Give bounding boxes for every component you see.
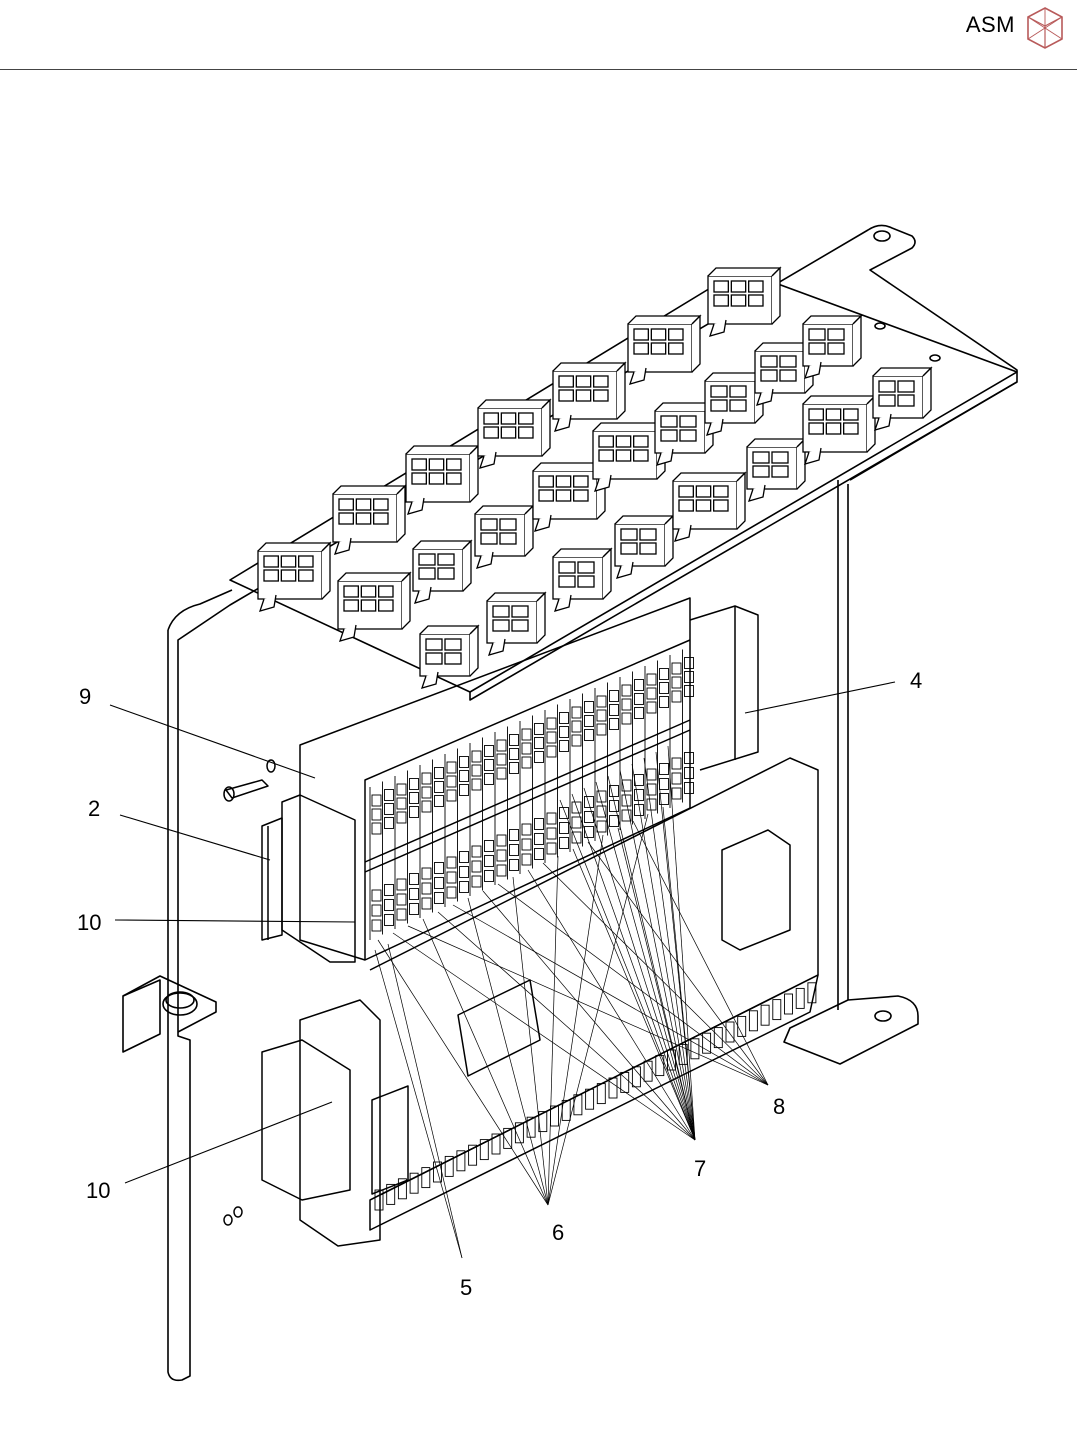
terminal-cell xyxy=(660,669,669,680)
connector-block xyxy=(803,396,875,464)
connector-block xyxy=(628,316,700,384)
connector-block xyxy=(487,593,545,655)
terminal-cell xyxy=(397,784,406,795)
connector-block xyxy=(478,400,550,468)
terminal-cell xyxy=(647,674,656,685)
terminal-cell xyxy=(685,658,694,669)
terminal-cell xyxy=(422,773,431,784)
terminal-cell xyxy=(610,691,619,702)
power-module xyxy=(690,606,758,770)
connector-block xyxy=(673,473,745,541)
terminal-cell xyxy=(622,685,631,696)
connector-blocks xyxy=(258,268,931,688)
callout-5: 5 xyxy=(460,1275,472,1300)
terminal-cell xyxy=(597,696,606,707)
connector-block xyxy=(420,626,478,688)
callout-8: 8 xyxy=(773,1094,785,1119)
terminal-cell xyxy=(560,713,569,724)
terminal-cell xyxy=(410,779,419,790)
connector-block xyxy=(705,373,763,435)
callout-4: 4 xyxy=(910,668,922,693)
callout-2: 2 xyxy=(88,796,100,821)
connector-block xyxy=(655,403,713,465)
terminal-cell xyxy=(572,707,581,718)
terminal-cell xyxy=(460,757,469,768)
terminal-cell xyxy=(472,751,481,762)
connector-block xyxy=(406,446,478,514)
connector-block xyxy=(873,368,931,430)
terminal-cell xyxy=(485,746,494,757)
terminal-cell xyxy=(672,663,681,674)
connector-block xyxy=(258,543,330,611)
terminal-cell xyxy=(635,680,644,691)
connector-block xyxy=(338,573,410,641)
connector-block xyxy=(747,439,805,501)
terminal-grid xyxy=(370,650,816,1211)
callout-9: 9 xyxy=(79,684,91,709)
terminal-cell xyxy=(385,790,394,801)
connector-block xyxy=(413,541,471,603)
terminal-cell xyxy=(447,762,456,773)
connector-block xyxy=(553,363,625,431)
callout-6: 6 xyxy=(552,1220,564,1245)
terminal-cell xyxy=(547,718,556,729)
terminal-cell xyxy=(535,724,544,735)
callout-10-lower: 10 xyxy=(86,1178,110,1203)
left-bracket xyxy=(123,980,160,1052)
connector-block xyxy=(333,486,405,554)
connector-block xyxy=(475,506,533,568)
terminal-cell xyxy=(372,795,381,806)
callout-10: 10 xyxy=(77,910,101,935)
connector-block xyxy=(708,268,780,336)
connector-block xyxy=(803,316,861,378)
connector-block xyxy=(593,423,665,491)
terminal-cell xyxy=(510,735,519,746)
terminal-cell xyxy=(435,768,444,779)
callout-7: 7 xyxy=(694,1156,706,1181)
connector-block xyxy=(553,549,611,611)
terminal-cell xyxy=(497,740,506,751)
connector-block xyxy=(615,516,673,578)
terminal-cell xyxy=(522,729,531,740)
terminal-cell xyxy=(585,702,594,713)
